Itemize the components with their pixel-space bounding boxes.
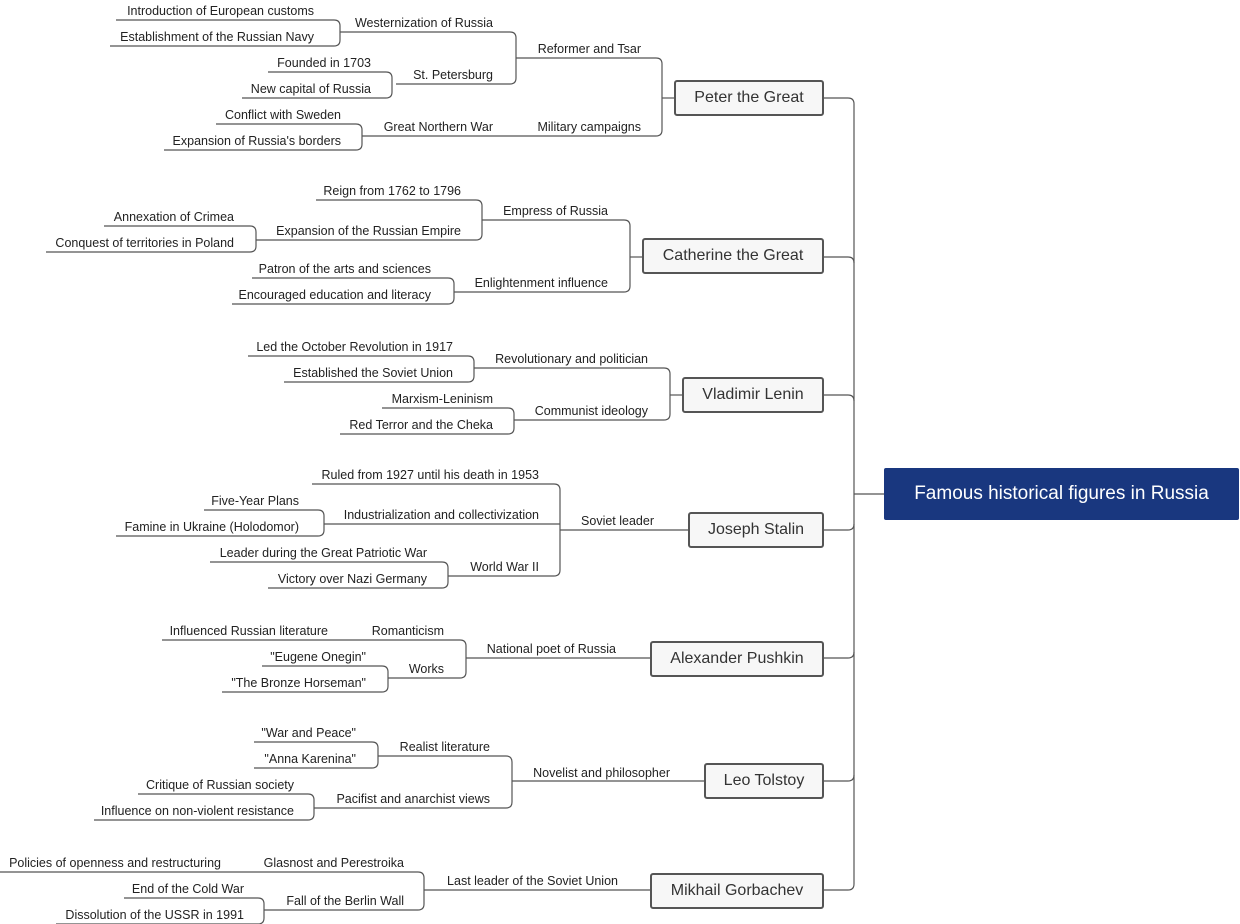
label-end-cold-war[interactable]: End of the Cold War: [131, 882, 244, 896]
node-mikhail-gorbachev[interactable]: Mikhail Gorbachev: [650, 873, 824, 909]
label-influenced-literature[interactable]: Influenced Russian literature: [169, 624, 328, 638]
label-reign[interactable]: Reign from 1762 to 1796: [323, 184, 461, 198]
label-expansion-empire[interactable]: Expansion of the Russian Empire: [276, 224, 461, 238]
label-founded-1703[interactable]: Founded in 1703: [277, 56, 371, 70]
label-policies-openness[interactable]: Policies of openness and restructuring: [9, 856, 221, 870]
label-westernization[interactable]: Westernization of Russia: [354, 16, 493, 30]
label-critique-society[interactable]: Critique of Russian society: [146, 778, 294, 792]
node-catherine-the-great[interactable]: Catherine the Great: [642, 238, 824, 274]
label-conquest-poland[interactable]: Conquest of territories in Poland: [55, 236, 234, 250]
label-october-revolution[interactable]: Led the October Revolution in 1917: [256, 340, 453, 354]
label-victory-nazi-germany[interactable]: Victory over Nazi Germany: [277, 572, 427, 586]
label-marxism-leninism[interactable]: Marxism-Leninism: [391, 392, 493, 406]
node-leo-tolstoy[interactable]: Leo Tolstoy: [704, 763, 824, 799]
label-glasnost-perestroika[interactable]: Glasnost and Perestroika: [263, 856, 404, 870]
label-red-terror[interactable]: Red Terror and the Cheka: [349, 418, 493, 432]
label-patron-arts[interactable]: Patron of the arts and sciences: [258, 262, 431, 276]
label-novelist-philosopher[interactable]: Novelist and philosopher: [533, 766, 670, 780]
label-last-leader[interactable]: Last leader of the Soviet Union: [447, 874, 618, 888]
label-new-capital[interactable]: New capital of Russia: [250, 82, 371, 96]
label-soviet-leader[interactable]: Soviet leader: [581, 514, 654, 528]
label-works[interactable]: Works: [408, 662, 444, 676]
label-fall-berlin-wall[interactable]: Fall of the Berlin Wall: [286, 894, 404, 908]
label-established-soviet-union[interactable]: Established the Soviet Union: [293, 366, 453, 380]
label-non-violent-resistance[interactable]: Influence on non-violent resistance: [100, 804, 294, 818]
label-anna-karenina[interactable]: "Anna Karenina": [264, 752, 356, 766]
node-vladimir-lenin[interactable]: Vladimir Lenin: [682, 377, 824, 413]
label-dissolution-ussr[interactable]: Dissolution of the USSR in 1991: [65, 908, 244, 922]
label-national-poet[interactable]: National poet of Russia: [486, 642, 616, 656]
label-bronze-horseman[interactable]: "The Bronze Horseman": [231, 676, 366, 690]
label-st-petersburg[interactable]: St. Petersburg: [413, 68, 493, 82]
label-world-war-ii[interactable]: World War II: [470, 560, 539, 574]
label-empress-of-russia[interactable]: Empress of Russia: [503, 204, 608, 218]
label-conflict-sweden[interactable]: Conflict with Sweden: [224, 108, 341, 122]
label-enlightenment[interactable]: Enlightenment influence: [474, 276, 608, 290]
label-great-northern-war[interactable]: Great Northern War: [383, 120, 493, 134]
label-communist-ideology[interactable]: Communist ideology: [534, 404, 648, 418]
label-expansion-borders[interactable]: Expansion of Russia's borders: [172, 134, 341, 148]
label-great-patriotic-war[interactable]: Leader during the Great Patriotic War: [219, 546, 427, 560]
label-famine-ukraine[interactable]: Famine in Ukraine (Holodomor): [124, 520, 299, 534]
label-education[interactable]: Encouraged education and literacy: [238, 288, 432, 302]
root-topic[interactable]: Famous historical figures in Russia: [884, 468, 1239, 520]
label-romanticism[interactable]: Romanticism: [371, 624, 444, 638]
label-reformer-and-tsar[interactable]: Reformer and Tsar: [537, 42, 641, 56]
node-joseph-stalin[interactable]: Joseph Stalin: [688, 512, 824, 548]
label-industrialization[interactable]: Industrialization and collectivization: [343, 508, 539, 522]
label-annexation-crimea[interactable]: Annexation of Crimea: [113, 210, 234, 224]
label-pacifist-views[interactable]: Pacifist and anarchist views: [336, 792, 490, 806]
label-military-campaigns[interactable]: Military campaigns: [537, 120, 641, 134]
label-ruled[interactable]: Ruled from 1927 until his death in 1953: [321, 468, 539, 482]
label-five-year-plans[interactable]: Five-Year Plans: [211, 494, 299, 508]
label-revolutionary[interactable]: Revolutionary and politician: [495, 352, 648, 366]
node-alexander-pushkin[interactable]: Alexander Pushkin: [650, 641, 824, 677]
label-russian-navy[interactable]: Establishment of the Russian Navy: [120, 30, 314, 44]
label-european-customs[interactable]: Introduction of European customs: [127, 4, 314, 18]
label-war-and-peace[interactable]: "War and Peace": [261, 726, 356, 740]
label-realist-literature[interactable]: Realist literature: [399, 740, 490, 754]
label-eugene-onegin[interactable]: "Eugene Onegin": [270, 650, 366, 664]
node-peter-the-great[interactable]: Peter the Great: [674, 80, 824, 116]
